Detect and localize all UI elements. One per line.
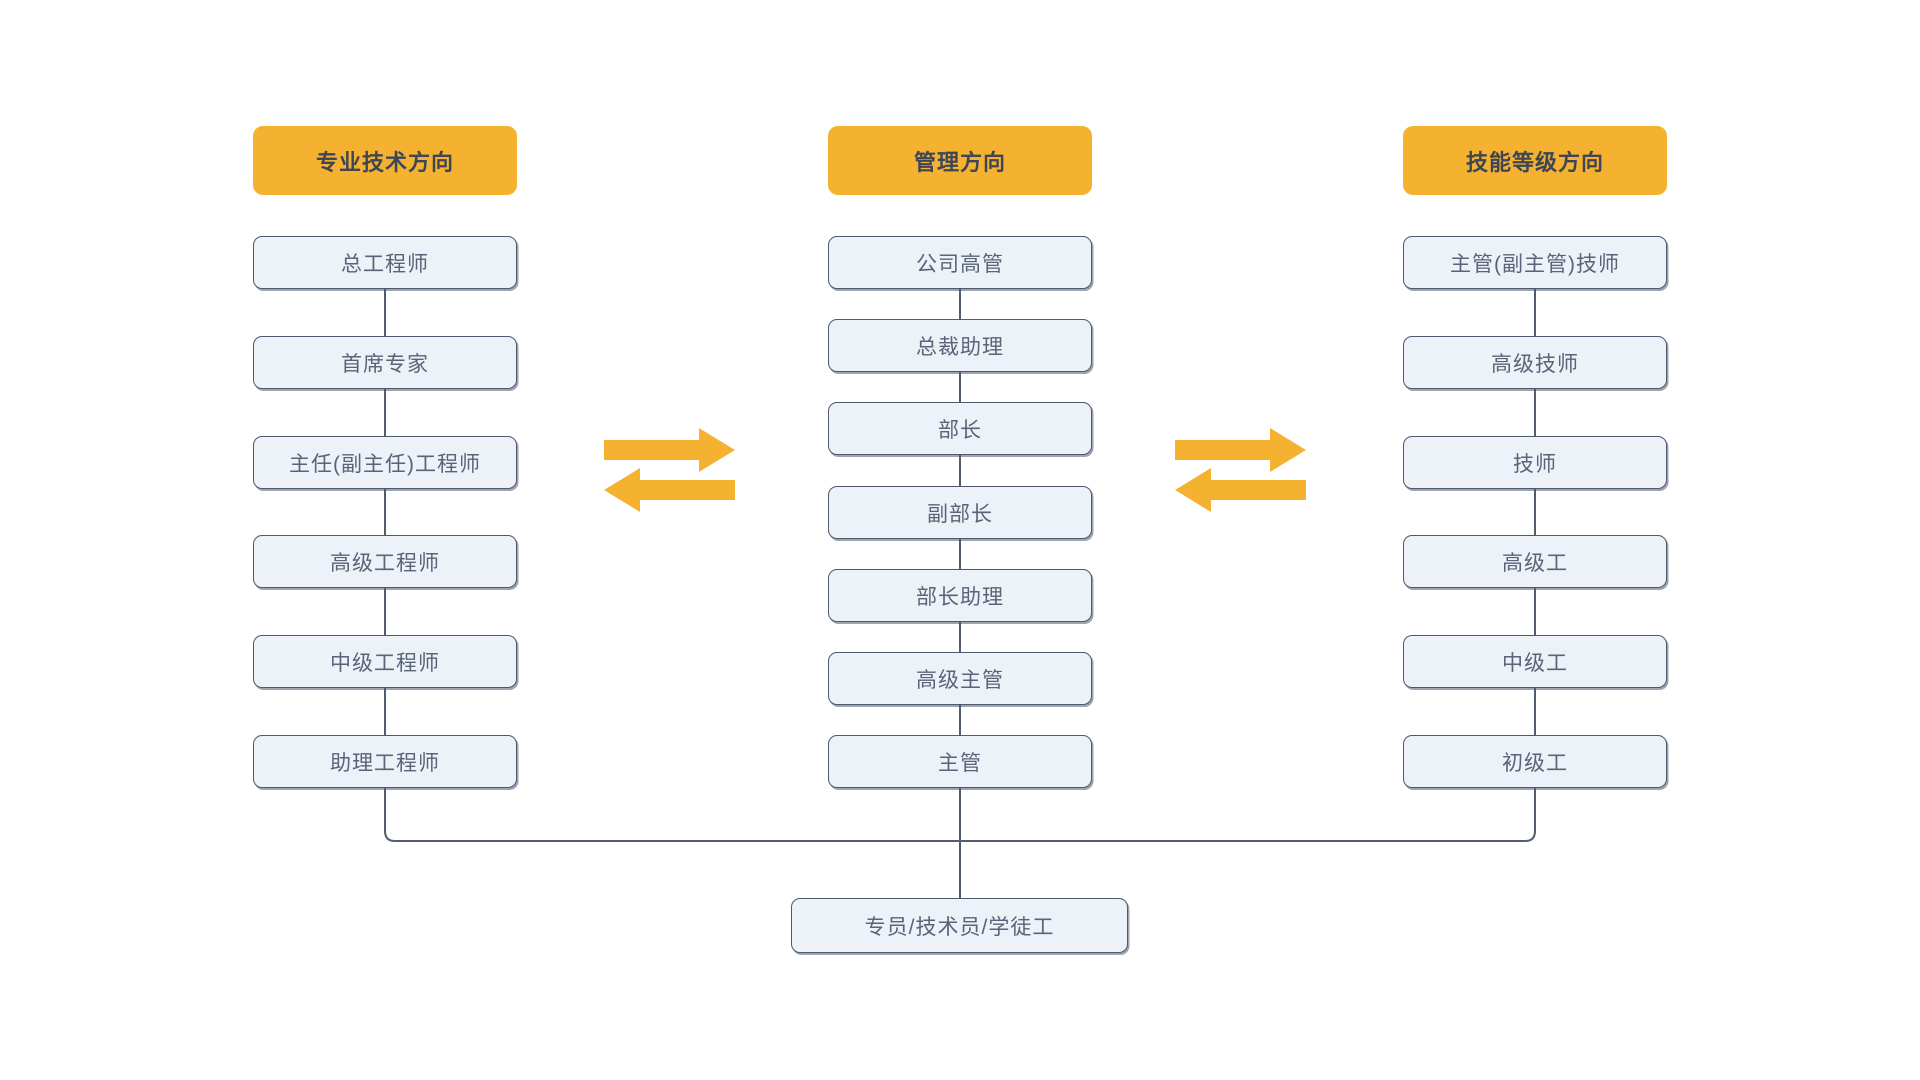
column-header-skill: 技能等级方向 bbox=[1403, 126, 1667, 195]
level-box: 公司高管 bbox=[828, 236, 1092, 289]
level-box: 助理工程师 bbox=[253, 735, 517, 788]
level-box: 部长 bbox=[828, 402, 1092, 455]
base-level-box: 专员/技术员/学徒工 bbox=[791, 898, 1128, 953]
level-box: 部长助理 bbox=[828, 569, 1092, 622]
level-box: 主管 bbox=[828, 735, 1092, 788]
level-box: 高级工程师 bbox=[253, 535, 517, 588]
level-box: 技师 bbox=[1403, 436, 1667, 489]
level-box: 高级主管 bbox=[828, 652, 1092, 705]
level-box: 总裁助理 bbox=[828, 319, 1092, 372]
level-box: 中级工程师 bbox=[253, 635, 517, 688]
level-box: 主任(副主任)工程师 bbox=[253, 436, 517, 489]
level-box: 中级工 bbox=[1403, 635, 1667, 688]
exchange-arrows-icon bbox=[1175, 428, 1306, 512]
level-box: 总工程师 bbox=[253, 236, 517, 289]
level-box: 首席专家 bbox=[253, 336, 517, 389]
level-box: 主管(副主管)技师 bbox=[1403, 236, 1667, 289]
column-header-technical: 专业技术方向 bbox=[253, 126, 517, 195]
exchange-arrows-icon bbox=[604, 428, 735, 512]
level-box: 高级技师 bbox=[1403, 336, 1667, 389]
column-header-management: 管理方向 bbox=[828, 126, 1092, 195]
level-box: 高级工 bbox=[1403, 535, 1667, 588]
level-box: 初级工 bbox=[1403, 735, 1667, 788]
level-box: 副部长 bbox=[828, 486, 1092, 539]
